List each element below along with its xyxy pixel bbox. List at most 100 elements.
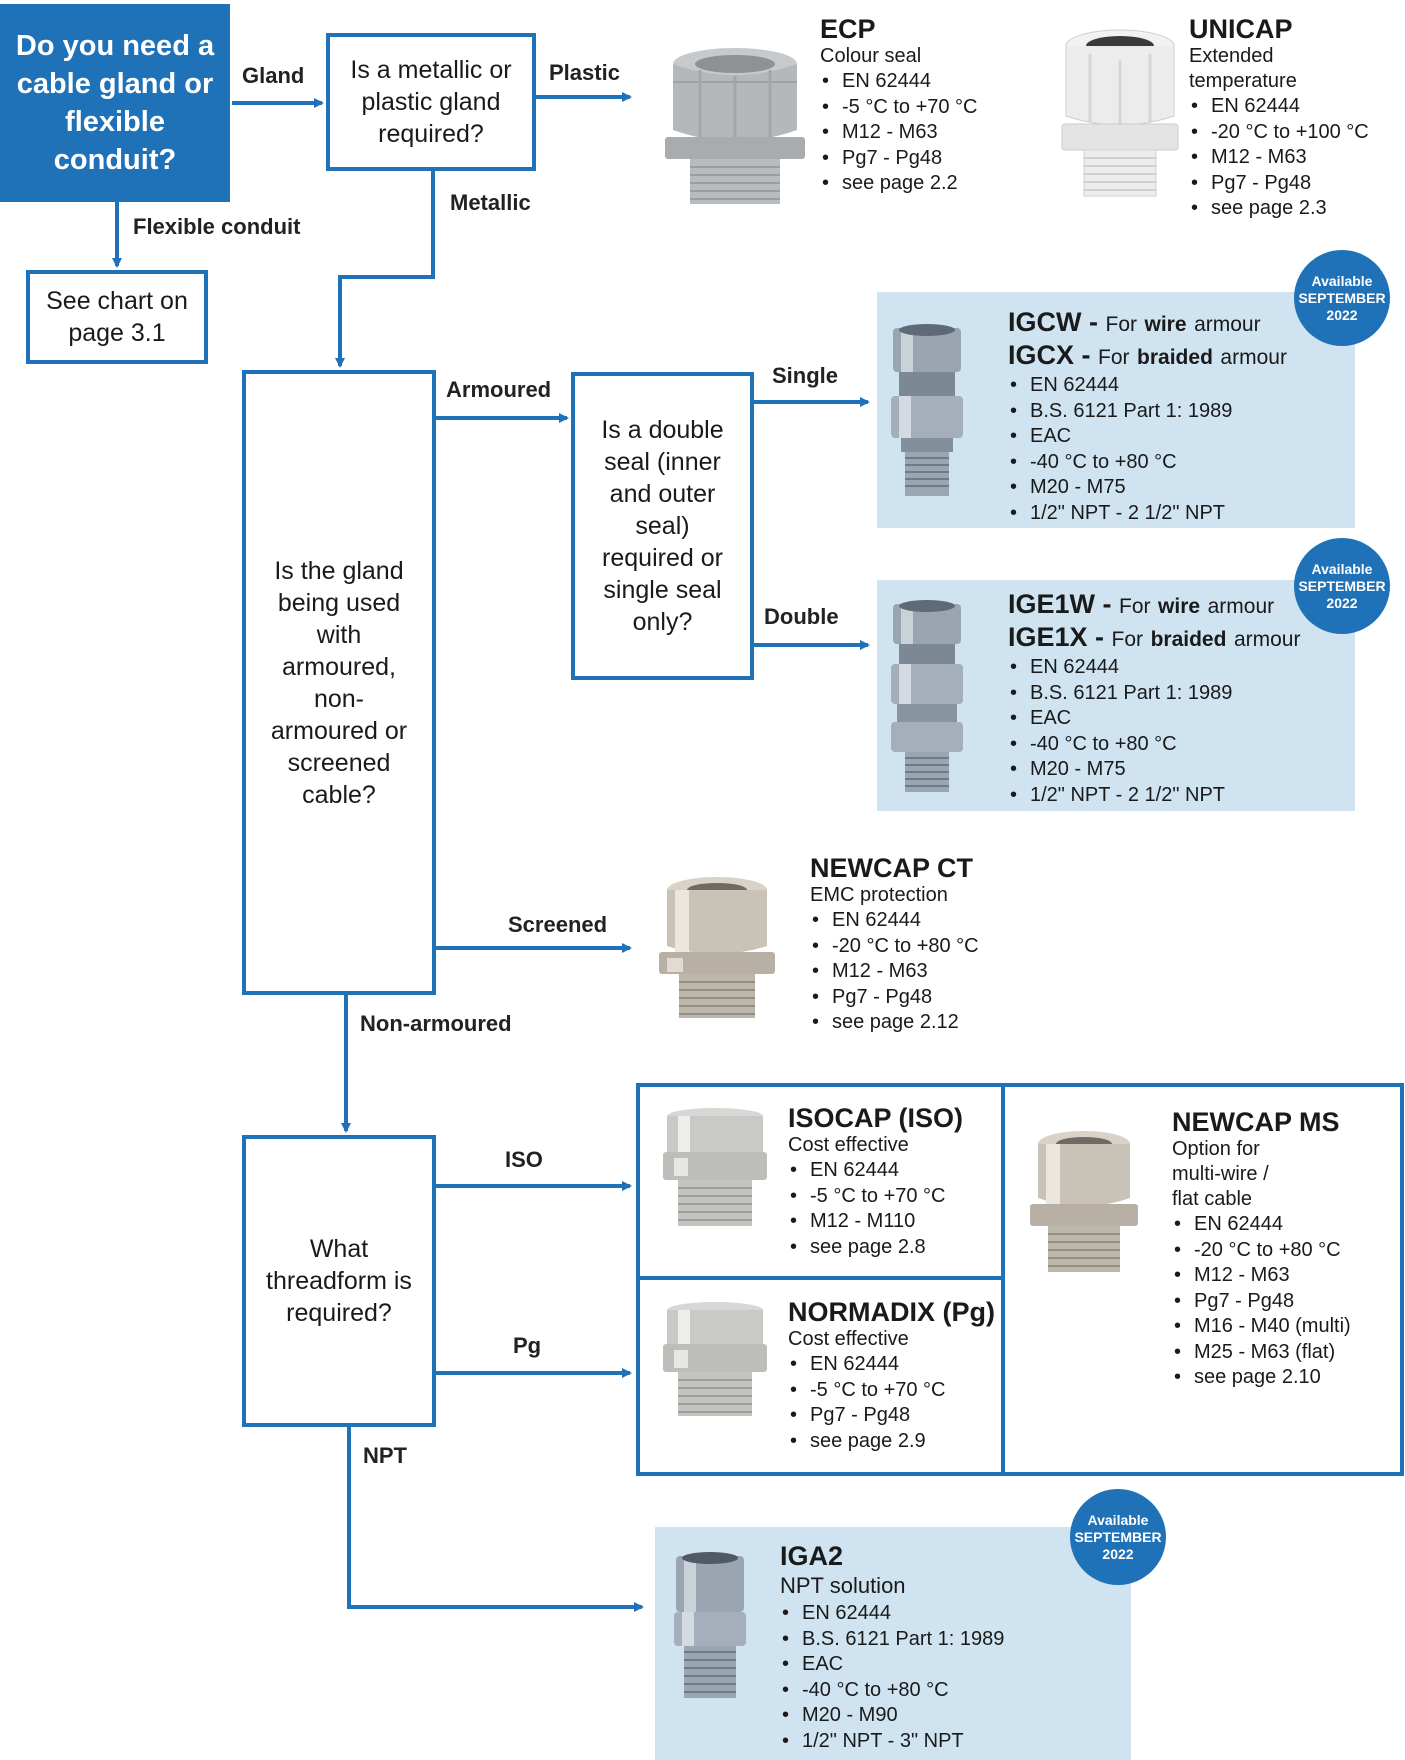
product-name: IGCX - For braided armour — [1008, 340, 1298, 373]
label-single: Single — [772, 363, 839, 388]
product-subtitle: flat cable — [1172, 1188, 1253, 1210]
spec-item: -40 °C to +80 °C — [780, 1678, 1030, 1704]
spec-item: B.S. 6121 Part 1: 1989 — [780, 1627, 1030, 1653]
spec-item: -5 °C to +70 °C — [788, 1378, 1000, 1404]
spec-item: M20 - M75 — [1008, 757, 1308, 783]
label-armoured: Armoured — [446, 377, 552, 402]
available-badge-ige1w: Available SEPTEMBER 2022 — [1294, 538, 1390, 634]
spec-item: Pg7 - Pg48 — [810, 985, 1030, 1011]
product-iga2: IGA2 NPT solution EN 62444 B.S. 6121 Par… — [780, 1541, 1030, 1754]
spec-item: M12 - M63 — [810, 959, 1030, 985]
see-chart-text: See chart on page 3.1 — [46, 287, 188, 347]
product-subtitle: Extended — [1189, 45, 1274, 67]
seal-question: Is a double seal (inner and outer seal) … — [571, 372, 754, 680]
igcw-gland-image — [891, 324, 963, 496]
spec-list: EN 62444 -5 °C to +70 °C Pg7 - Pg48 see … — [788, 1352, 1000, 1454]
spec-item: see page 2.10 — [1172, 1365, 1398, 1391]
spec-item: M12 - M110 — [788, 1209, 998, 1235]
spec-item: M20 - M90 — [780, 1703, 1030, 1729]
label-screened: Screened — [508, 912, 608, 937]
product-armour-type: wire — [1158, 595, 1201, 618]
product-name: NORMADIX (Pg) — [788, 1297, 995, 1327]
spec-item: see page 2.2 — [820, 171, 1020, 197]
product-subtitle: Colour seal — [820, 45, 922, 67]
results-divider-vertical — [1001, 1083, 1005, 1476]
spec-item: EN 62444 — [788, 1352, 1000, 1378]
start-question-text: Do you need a cable gland or flexible co… — [15, 30, 215, 176]
ige1w-gland-image — [891, 600, 963, 792]
spec-list: EN 62444 -5 °C to +70 °C M12 - M110 see … — [788, 1158, 998, 1260]
badge-text: SEPTEMBER — [1298, 577, 1386, 594]
unicap-gland-image — [1061, 29, 1179, 197]
product-name: NEWCAP MS — [1172, 1107, 1340, 1137]
spec-item: EN 62444 — [1008, 373, 1298, 399]
product-ecp: ECP Colour seal EN 62444 -5 °C to +70 °C… — [820, 14, 1020, 197]
label-flexible: Flexible conduit — [133, 214, 301, 239]
product-subtitle: multi-wire / — [1172, 1163, 1269, 1185]
product-code: IGCW - — [1008, 307, 1098, 337]
badge-text: SEPTEMBER — [1298, 289, 1386, 306]
spec-item: EN 62444 — [780, 1601, 1030, 1627]
product-code: IGE1X - — [1008, 622, 1105, 652]
spec-item: Pg7 - Pg48 — [1189, 171, 1399, 197]
product-name: IGE1W - For wire armour — [1008, 589, 1308, 622]
spec-item: see page 2.3 — [1189, 196, 1399, 222]
spec-item: Pg7 - Pg48 — [788, 1403, 1000, 1429]
spec-item: M12 - M63 — [1189, 145, 1399, 171]
spec-item: 1/2" NPT - 3" NPT — [780, 1729, 1030, 1755]
product-armour: armour — [1220, 346, 1287, 369]
product-code: IGE1W - — [1008, 589, 1112, 619]
spec-item: -40 °C to +80 °C — [1008, 450, 1298, 476]
product-name: ISOCAP (ISO) — [788, 1103, 964, 1133]
spec-list: EN 62444 -5 °C to +70 °C M12 - M63 Pg7 -… — [820, 69, 1020, 197]
ecp-gland-image — [665, 48, 805, 204]
spec-item: EN 62444 — [1172, 1212, 1398, 1238]
spec-list: EN 62444 -20 °C to +80 °C M12 - M63 Pg7 … — [1172, 1212, 1398, 1391]
product-unicap: UNICAP Extended temperature EN 62444 -20… — [1189, 14, 1399, 222]
edge-npt — [347, 1425, 644, 1612]
product-subtitle: Cost effective — [788, 1134, 909, 1156]
spec-list: EN 62444 B.S. 6121 Part 1: 1989 EAC -40 … — [1008, 655, 1308, 808]
spec-item: M25 - M63 (flat) — [1172, 1340, 1398, 1366]
product-for: For — [1105, 313, 1138, 336]
product-subtitle: temperature — [1189, 70, 1297, 92]
start-question: Do you need a cable gland or flexible co… — [0, 4, 230, 202]
spec-item: EN 62444 — [1189, 94, 1399, 120]
product-name: IGCW - For wire armour — [1008, 307, 1298, 340]
spec-item: Pg7 - Pg48 — [1172, 1289, 1398, 1315]
spec-item: 1/2" NPT - 2 1/2" NPT — [1008, 783, 1308, 809]
spec-item: -20 °C to +80 °C — [1172, 1238, 1398, 1264]
product-armour-type: wire — [1144, 313, 1187, 336]
spec-item: -20 °C to +80 °C — [810, 934, 1030, 960]
label-plastic: Plastic — [549, 60, 620, 85]
spec-item: -5 °C to +70 °C — [820, 95, 1020, 121]
isocap-gland-image — [663, 1108, 767, 1226]
product-igcw: IGCW - For wire armour IGCX - For braide… — [1008, 307, 1298, 526]
product-newcap-ms: NEWCAP MS Option for multi-wire / flat c… — [1172, 1107, 1398, 1391]
available-badge-iga2: Available SEPTEMBER 2022 — [1070, 1489, 1166, 1585]
spec-item: B.S. 6121 Part 1: 1989 — [1008, 681, 1308, 707]
spec-item: EN 62444 — [1008, 655, 1308, 681]
product-isocap: ISOCAP (ISO) Cost effective EN 62444 -5 … — [788, 1103, 998, 1260]
edge-metallic — [335, 170, 435, 368]
badge-text: 2022 — [1326, 306, 1358, 323]
spec-item: EAC — [1008, 424, 1298, 450]
badge-text: 2022 — [1326, 594, 1358, 611]
newcap-ct-gland-image — [659, 877, 775, 1018]
product-name: IGA2 — [780, 1541, 844, 1571]
spec-item: see page 2.12 — [810, 1010, 1030, 1036]
product-for: For — [1111, 628, 1144, 651]
see-chart-box: See chart on page 3.1 — [26, 270, 208, 364]
product-name: ECP — [820, 14, 876, 44]
spec-item: Pg7 - Pg48 — [820, 146, 1020, 172]
spec-item: -20 °C to +100 °C — [1189, 120, 1399, 146]
product-for: For — [1119, 595, 1151, 618]
product-name: NEWCAP CT — [810, 853, 974, 883]
spec-item: 1/2" NPT - 2 1/2" NPT — [1008, 501, 1298, 527]
badge-text: 2022 — [1102, 1545, 1134, 1562]
product-armour-type: braided — [1137, 346, 1213, 369]
label-double: Double — [764, 604, 839, 629]
badge-text: Available — [1311, 272, 1373, 289]
spec-list: EN 62444 -20 °C to +100 °C M12 - M63 Pg7… — [1189, 94, 1399, 222]
cable-question-text: Is the gland being used with armoured, n… — [270, 556, 408, 809]
